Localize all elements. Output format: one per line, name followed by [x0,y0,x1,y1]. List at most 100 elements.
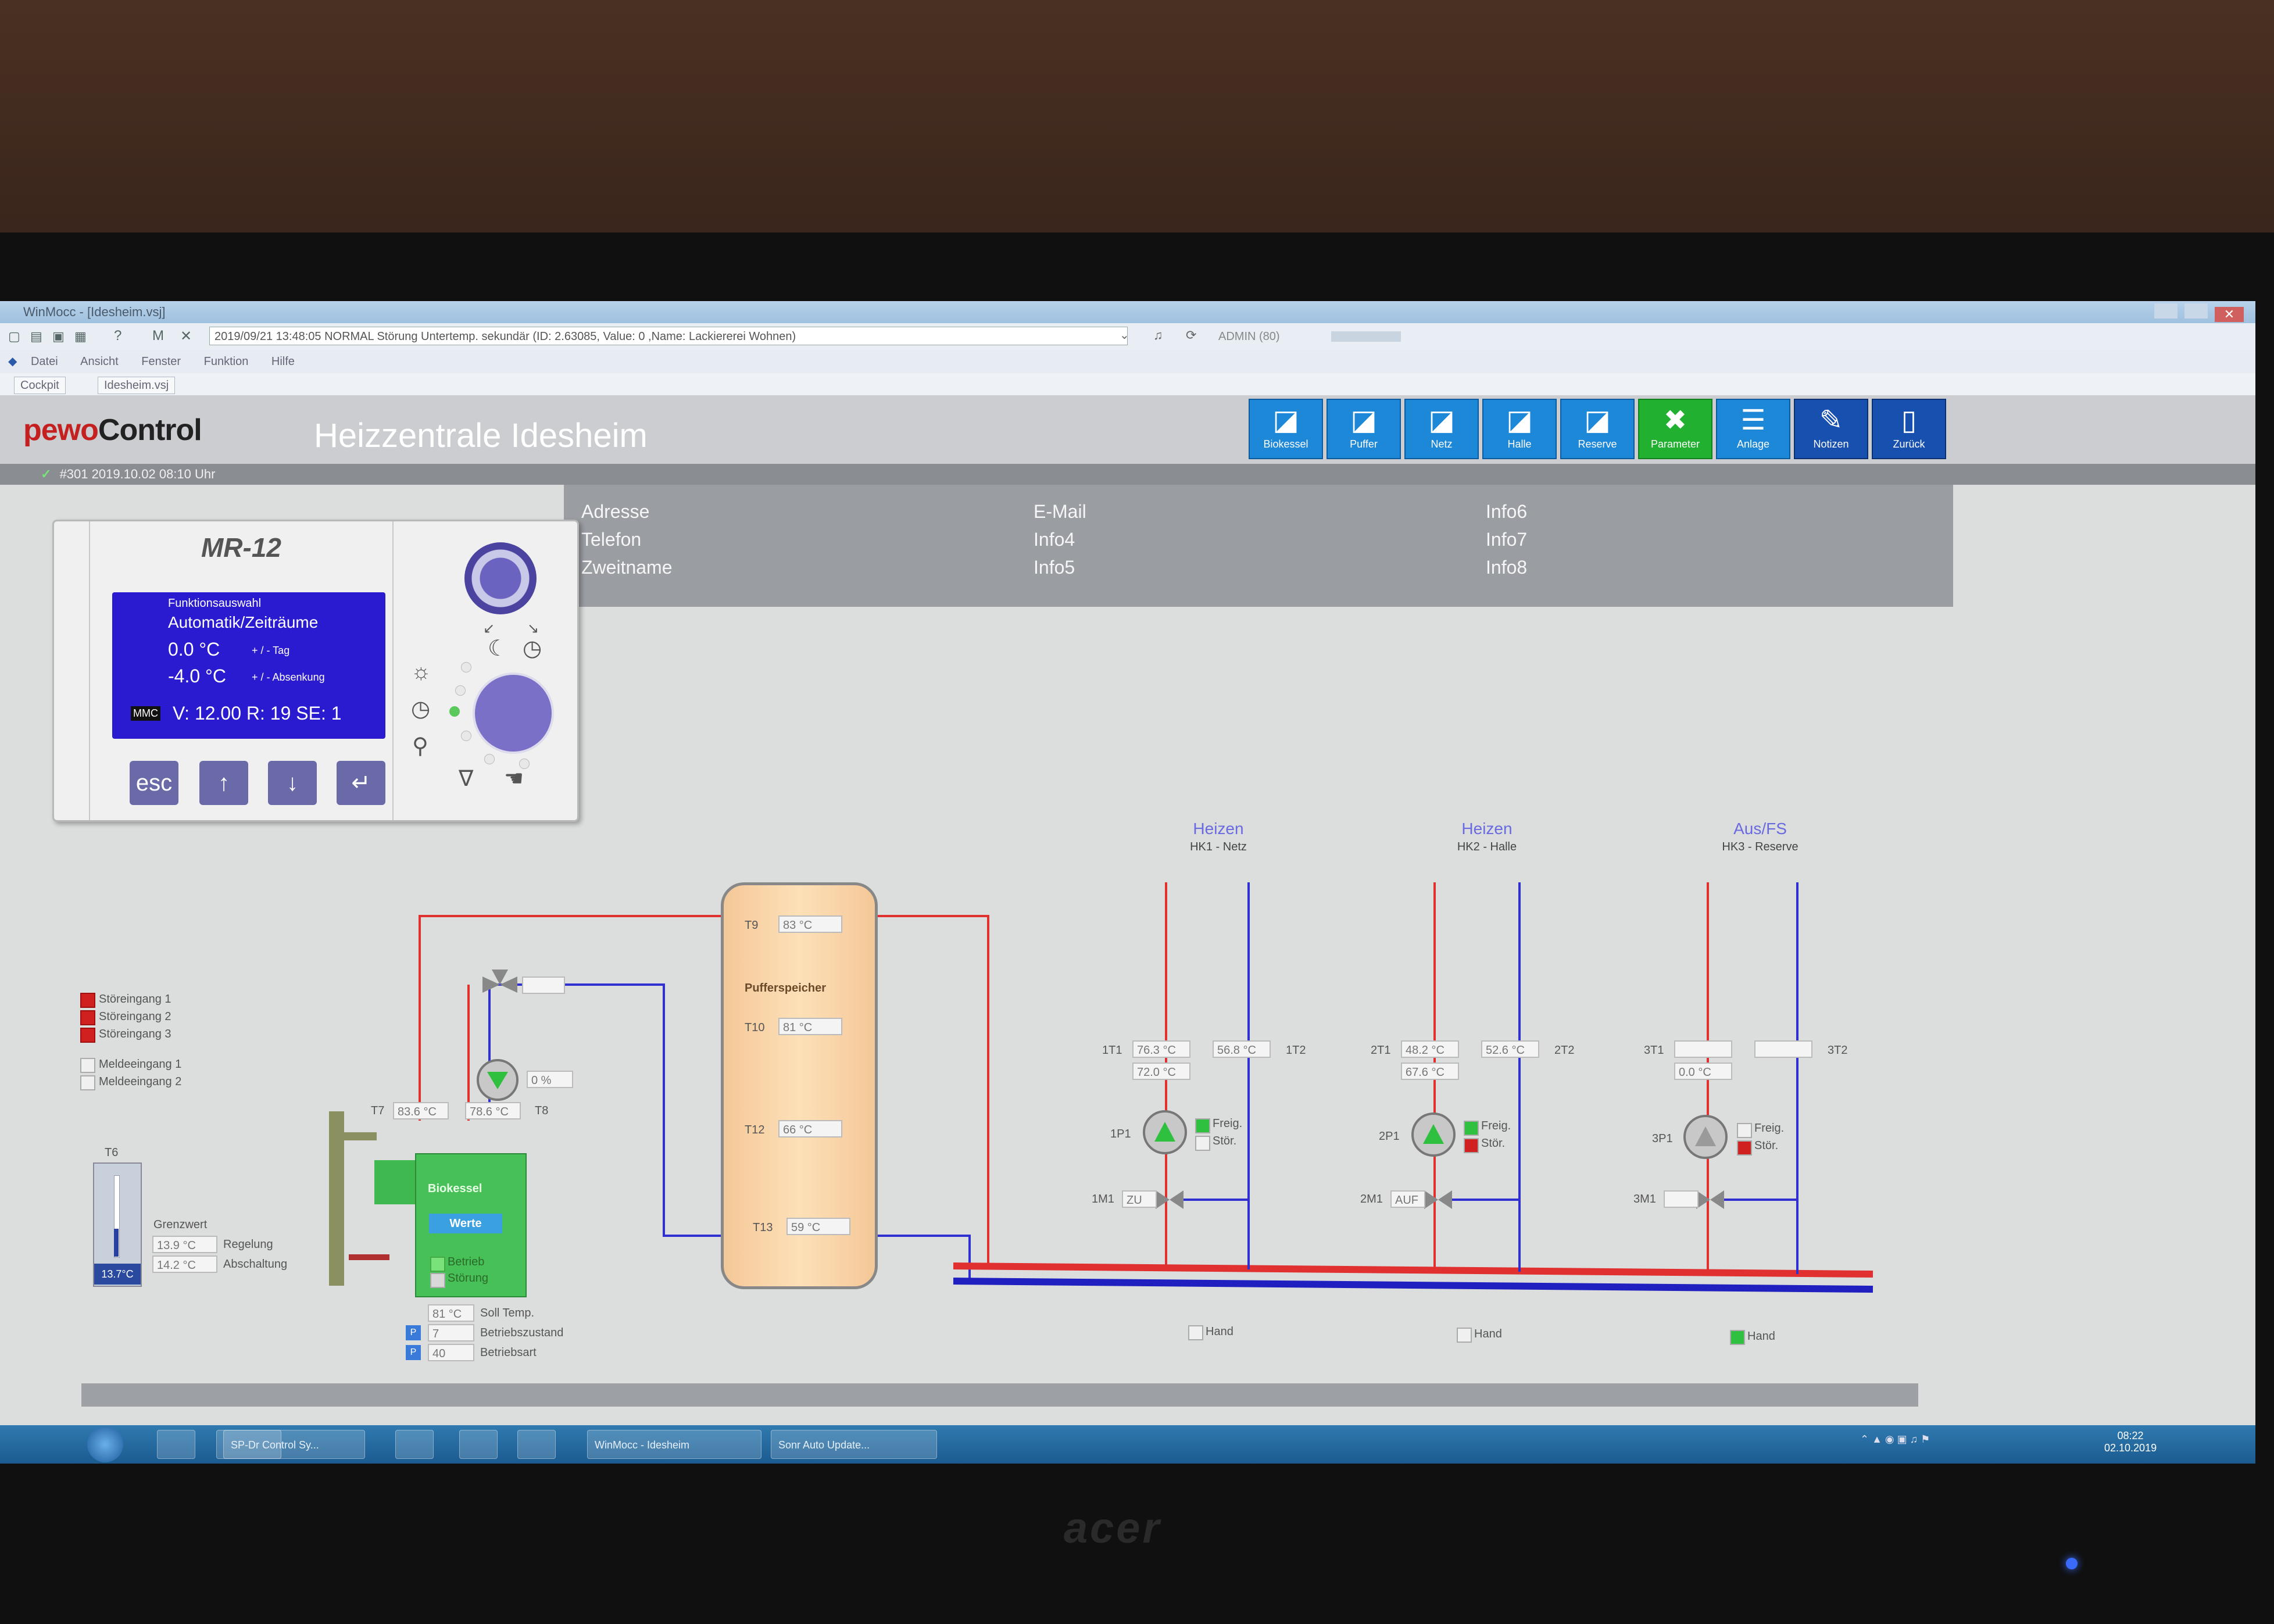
start-button[interactable] [87,1426,123,1462]
t7-value[interactable]: 83.6 °C [393,1102,449,1119]
nav-anlage-button[interactable]: ☰Anlage [1716,399,1790,459]
mode-value[interactable]: 40 [428,1344,474,1361]
maximize-button[interactable] [2184,303,2208,319]
sensor-value[interactable]: 59 °C [786,1218,850,1235]
tab-cockpit[interactable]: Cockpit [14,377,66,394]
mixer-state[interactable]: AUF [1390,1190,1425,1208]
mail-icon[interactable]: M [152,328,164,344]
thermometer-tube [114,1175,120,1258]
nav-netz-button[interactable]: ◪Netz [1404,399,1479,459]
indicator-dot [519,759,530,769]
refresh-icon[interactable]: ⟳ [1186,328,1197,342]
limit-regelung[interactable]: 13.9 °C [152,1236,217,1253]
pump-speed[interactable]: 0 % [527,1071,573,1088]
nav-halle-button[interactable]: ◪Halle [1482,399,1557,459]
down-button[interactable]: ↓ [268,761,317,805]
sensor-value[interactable]: 83 °C [778,915,842,933]
taskbar-item[interactable]: SP-Dr Control Sy... [223,1430,365,1459]
values-button[interactable]: Werte [429,1214,502,1233]
tap-icon[interactable]: ⚲ [412,734,428,759]
open-icon[interactable]: ▤ [30,329,42,344]
funnel-icon[interactable]: ∇ [459,767,474,791]
sensor-value[interactable]: 81 °C [778,1018,842,1035]
hand-checkbox[interactable] [1457,1328,1472,1343]
nav-zur-ck-button[interactable]: ▯Zurück [1872,399,1946,459]
enter-button[interactable]: ↵ [337,761,385,805]
nav-puffer-button[interactable]: ◪Puffer [1326,399,1401,459]
state-value[interactable]: 7 [428,1324,474,1342]
mixer-state[interactable] [1664,1190,1699,1208]
nav-notizen-button[interactable]: ✎Notizen [1794,399,1868,459]
supply-temp[interactable] [1674,1040,1732,1058]
return-temp[interactable]: 52.6 °C [1481,1040,1539,1058]
supply-setpoint[interactable]: 72.0 °C [1132,1063,1190,1080]
moon-icon[interactable]: ☾ [488,636,508,661]
return-temp[interactable] [1754,1040,1812,1058]
clock-icon[interactable]: ◷ [411,697,431,721]
circuit-subtitle: HK1 - Netz [1190,840,1247,853]
tools-icon[interactable]: ✕ [180,328,192,344]
valve-position[interactable] [522,976,565,994]
help-icon[interactable]: ? [114,328,122,344]
menu-ansicht[interactable]: Ansicht [80,355,119,368]
new-icon[interactable]: ▢ [8,329,20,344]
indicator-dot [461,662,471,673]
supply-setpoint[interactable]: 67.6 °C [1401,1063,1459,1080]
app-icon: ◆ [8,355,17,368]
message-combobox[interactable]: 2019/09/21 13:48:05 NORMAL Störung Unter… [209,327,1128,345]
sensor-value[interactable]: 66 °C [778,1120,842,1137]
clock-icon[interactable]: ◷ [523,636,542,661]
mode-dial[interactable] [473,673,554,754]
taskbar-item[interactable] [395,1430,434,1459]
return-temp[interactable]: 56.8 °C [1213,1040,1271,1058]
tab-idesheim[interactable]: Idesheim.vsj [98,377,176,394]
parameter-icon[interactable]: P [406,1325,421,1340]
setpoint-value[interactable]: 81 °C [428,1304,474,1322]
chevron-down-icon[interactable]: ⌄ [1120,329,1129,342]
temperature-dial[interactable] [464,542,537,614]
taskbar-item[interactable] [157,1430,195,1459]
up-button[interactable]: ↑ [199,761,248,805]
taskbar-item[interactable]: WinMocc - Idesheim [587,1430,761,1459]
release-indicator [1195,1118,1210,1133]
pump-3p1-arrow [1695,1126,1716,1146]
supply-temp[interactable]: 48.2 °C [1401,1040,1459,1058]
esc-button[interactable]: esc [130,761,178,805]
nav-label: Netz [1431,438,1453,450]
taskbar-item[interactable] [216,1430,281,1459]
clock[interactable]: 08:22 02.10.2019 [2104,1430,2157,1454]
return-sensor-label: 3T2 [1828,1044,1848,1057]
flue-pipe [344,1132,377,1140]
run-label: Betrieb [448,1255,485,1268]
parameter-icon[interactable]: P [406,1345,421,1360]
menu-datei[interactable]: Datei [30,355,58,368]
nav-label: Biokessel [1263,438,1308,450]
limit-abschaltung[interactable]: 14.2 °C [152,1255,217,1273]
bell-icon[interactable]: ♫ [1153,328,1163,342]
nav-biokessel-button[interactable]: ◪Biokessel [1249,399,1323,459]
menu-funktion[interactable]: Funktion [203,355,249,368]
sun-icon[interactable]: ☼ [411,660,431,684]
minimize-button[interactable] [2154,303,2178,319]
arrow-down-icon: ↘ [527,621,539,636]
taskbar-item[interactable] [459,1430,498,1459]
taskbar-item[interactable]: Sonr Auto Update... [771,1430,937,1459]
taskbar-item[interactable] [517,1430,556,1459]
nav-reserve-button[interactable]: ◪Reserve [1560,399,1635,459]
hand-checkbox[interactable] [1188,1325,1203,1340]
supply-setpoint[interactable]: 0.0 °C [1674,1063,1732,1080]
supply-temp[interactable]: 76.3 °C [1132,1040,1190,1058]
nav-parameter-button[interactable]: ✖Parameter [1638,399,1712,459]
close-button[interactable]: ✕ [2215,307,2244,322]
outdoor-temp: 13.7°C [94,1264,141,1285]
tab-label: Idesheim.vsj [104,379,169,392]
print-icon[interactable]: ▦ [74,329,87,344]
t8-value[interactable]: 78.6 °C [465,1102,521,1119]
menu-hilfe[interactable]: Hilfe [271,355,295,368]
hand-checkbox[interactable] [1730,1330,1745,1345]
pump-3p1 [1683,1115,1728,1159]
menu-fenster[interactable]: Fenster [141,355,181,368]
hand-icon[interactable]: ☚ [504,767,524,791]
save-icon[interactable]: ▣ [52,329,65,344]
mixer-state[interactable]: ZU [1122,1190,1157,1208]
